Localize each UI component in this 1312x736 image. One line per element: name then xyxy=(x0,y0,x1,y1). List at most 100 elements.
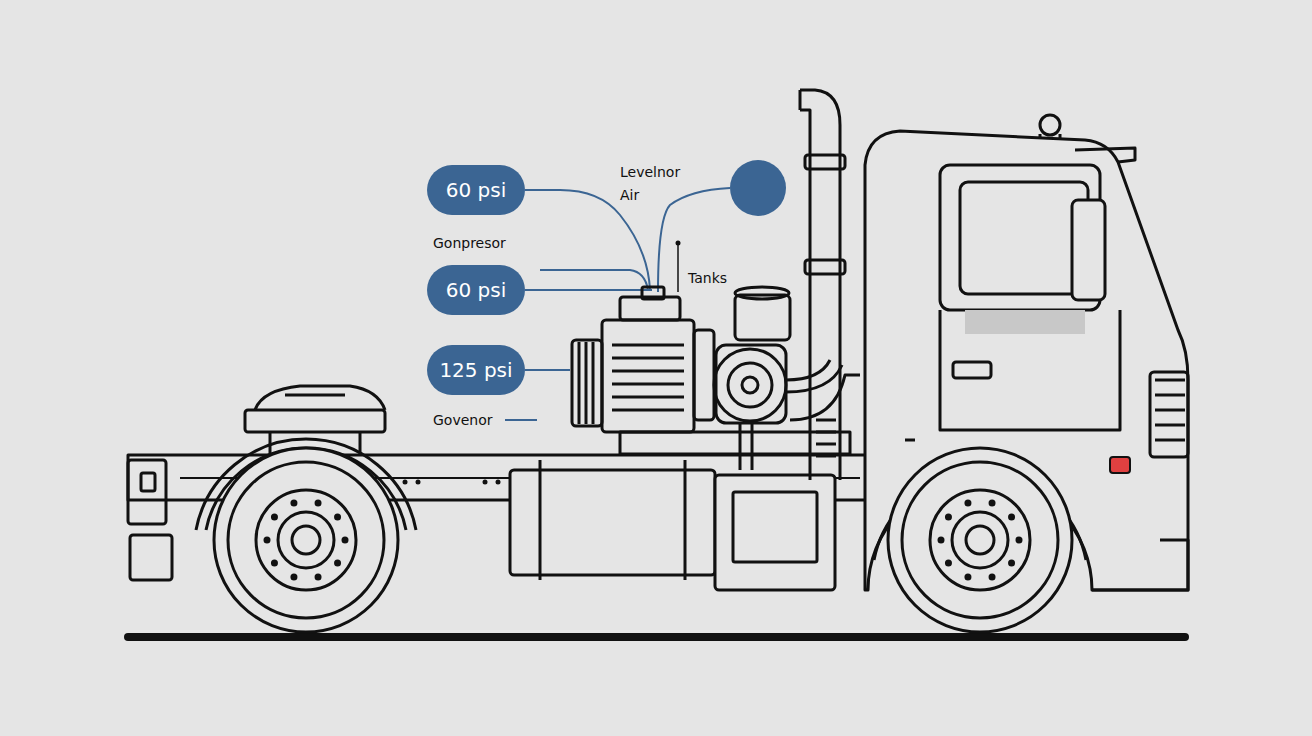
truck-outline xyxy=(953,362,991,378)
truck-outline xyxy=(612,383,684,386)
truck-outline xyxy=(1092,540,1188,590)
truck-outline xyxy=(790,375,860,420)
truck-outline xyxy=(141,473,155,491)
wheel-bolt xyxy=(989,499,996,506)
truck-outline xyxy=(572,340,602,426)
truck-outline xyxy=(751,423,754,470)
frame-rivets xyxy=(403,480,408,485)
truck-outline xyxy=(128,90,1188,632)
truck-outline xyxy=(620,432,850,454)
truck-outline xyxy=(905,439,915,442)
truck-outline xyxy=(742,377,758,393)
wheel-bolt xyxy=(945,514,952,521)
leader-line xyxy=(525,369,570,371)
truck-outline xyxy=(940,310,1120,430)
truck-outline xyxy=(716,345,786,423)
truck-outline xyxy=(739,423,742,470)
wheel-bolt xyxy=(271,559,278,566)
truck-outline xyxy=(1155,409,1185,412)
wheel-bolt xyxy=(342,537,349,544)
truck-outline xyxy=(278,512,334,568)
leader-line xyxy=(676,241,681,246)
truck-outline xyxy=(602,320,694,432)
truck-outline xyxy=(786,360,830,380)
leader-line xyxy=(525,289,652,291)
leader-line xyxy=(677,243,679,292)
truck-outline xyxy=(733,492,817,562)
truck-outline xyxy=(1040,115,1060,135)
frame-rivets xyxy=(403,480,501,485)
truck-outline xyxy=(1155,394,1185,397)
wheel-bolt xyxy=(290,574,297,581)
truck-outline xyxy=(816,455,836,458)
part-label: Gonpresor xyxy=(433,232,543,255)
truck-outline xyxy=(728,363,772,407)
wheel-bolt xyxy=(315,574,322,581)
leader-line xyxy=(505,419,537,421)
part-label: Tanks xyxy=(688,267,758,290)
wheel-bolt xyxy=(1008,559,1015,566)
pressure-value: 125 psi xyxy=(439,358,512,382)
wheel-bolt xyxy=(334,559,341,566)
truck-outline xyxy=(285,394,345,397)
truck-outline xyxy=(1072,200,1105,300)
wheel-bolt xyxy=(989,574,996,581)
pressure-pill: 60 psi xyxy=(427,265,525,315)
wheel-bolt xyxy=(964,574,971,581)
truck-outline xyxy=(966,526,994,554)
part-label: Levelnor Air xyxy=(620,161,692,207)
truck-outline xyxy=(585,342,588,424)
truck-outline xyxy=(1075,148,1135,162)
truck-outline xyxy=(228,462,384,618)
truck-outline xyxy=(952,512,1008,568)
truck-outline xyxy=(786,365,842,392)
truck-outline xyxy=(128,460,166,524)
truck-outline xyxy=(965,310,1085,334)
ground-line xyxy=(128,633,1185,641)
frame-rivets xyxy=(416,480,421,485)
truck-outline xyxy=(214,448,398,632)
pressure-pill: 125 psi xyxy=(427,345,525,395)
pressure-pill: 60 psi xyxy=(427,165,525,215)
truck-outline xyxy=(612,370,684,373)
truck-outline xyxy=(130,535,172,580)
truck-outline xyxy=(805,155,845,169)
truck-outline xyxy=(799,90,802,110)
truck-outline xyxy=(715,475,835,590)
leader-line xyxy=(525,190,650,290)
truck-outline xyxy=(255,386,385,410)
leader-line xyxy=(540,270,648,290)
leader-line xyxy=(505,188,730,420)
truck-outline xyxy=(592,342,595,424)
leader-line xyxy=(676,241,681,293)
truck-outline xyxy=(1150,372,1188,457)
truck-outline xyxy=(1155,379,1185,382)
truck-outline xyxy=(735,287,789,299)
pressure-value: 60 psi xyxy=(446,178,506,202)
truck-outline xyxy=(256,490,356,590)
truck-outline xyxy=(930,490,1030,590)
frame-rivets xyxy=(496,480,501,485)
truck-outline xyxy=(1155,424,1185,427)
wheel-bolt xyxy=(334,514,341,521)
truck-outline xyxy=(684,460,687,580)
wheel-bolt xyxy=(290,499,297,506)
truck-outline xyxy=(292,526,320,554)
truck-outline xyxy=(642,287,664,299)
wheel-bolt xyxy=(1008,514,1015,521)
truck-outline xyxy=(816,443,836,446)
truck-outline xyxy=(694,330,714,420)
truck-outline xyxy=(714,349,786,421)
wheel-bolt xyxy=(315,499,322,506)
truck-outline xyxy=(578,342,581,424)
wheel-bolt xyxy=(945,559,952,566)
truck-outline xyxy=(960,182,1088,294)
blue-marker xyxy=(730,160,786,216)
wheel-bolt xyxy=(938,537,945,544)
truck-outline xyxy=(612,357,684,360)
wheel-bolts xyxy=(264,499,1023,580)
truck-outline xyxy=(902,462,1058,618)
truck-outline xyxy=(245,410,385,432)
wheel-bolt xyxy=(964,499,971,506)
